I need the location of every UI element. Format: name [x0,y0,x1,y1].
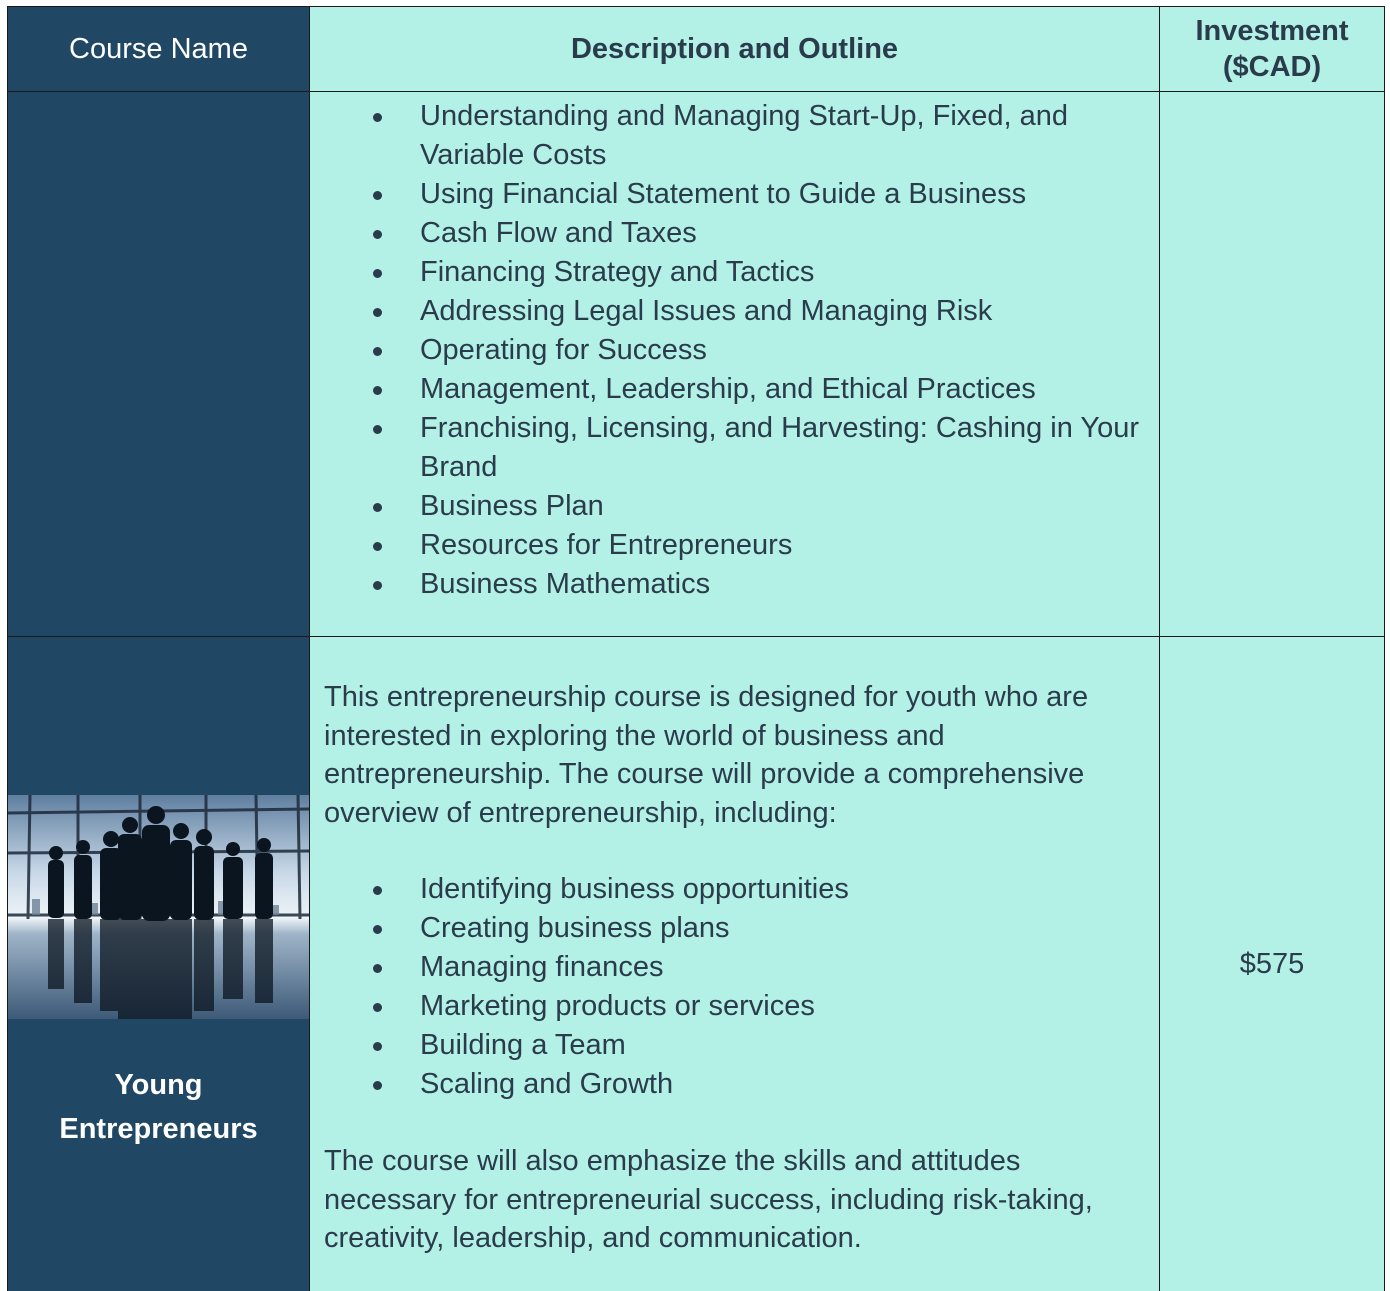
list-item: Using Financial Statement to Guide a Bus… [310,175,1159,214]
list-item: Cash Flow and Taxes [310,214,1159,253]
list-item: Identifying business opportunities [324,870,1134,909]
row2-investment-cell: $575 [1159,636,1385,1291]
row1-outline-list: Understanding and Managing Start-Up, Fix… [310,97,1159,604]
row1-investment-cell [1159,91,1385,637]
course-description: This entrepreneurship course is designed… [324,678,1134,1258]
list-item: Business Mathematics [310,565,1159,604]
list-item: Marketing products or services [324,987,1134,1026]
course-title-line1: Young [114,1069,203,1101]
header-course-name: Course Name [7,6,310,92]
header-description-label: Description and Outline [570,33,899,65]
business-team-silhouette-photo [8,795,309,1019]
course-table: Course Name Description and Outline Inve… [7,6,1385,1291]
header-investment-line2: ($CAD) [1222,51,1322,83]
header-description: Description and Outline [309,6,1160,92]
course-title: Young Entrepreneurs [8,1063,309,1151]
row1-description-cell: Understanding and Managing Start-Up, Fix… [309,91,1160,637]
list-item: Understanding and Managing Start-Up, Fix… [310,97,1159,175]
list-item: Operating for Success [310,331,1159,370]
row2-course-name-cell: Young Entrepreneurs [7,636,310,1291]
list-item: Addressing Legal Issues and Managing Ris… [310,292,1159,331]
header-investment-line1: Investment [1195,15,1349,47]
list-item: Management, Leadership, and Ethical Prac… [310,370,1159,409]
list-item: Managing finances [324,948,1134,987]
list-item: Business Plan [310,487,1159,526]
list-item: Scaling and Growth [324,1065,1134,1104]
header-investment: Investment ($CAD) [1159,6,1385,92]
list-item: Franchising, Licensing, and Harvesting: … [310,409,1159,487]
header-investment-label: Investment ($CAD) [1195,13,1348,85]
course-closing: The course will also emphasize the skill… [324,1145,1093,1254]
course-intro: This entrepreneurship course is designed… [324,681,1089,829]
row2-outline-list: Identifying business opportunities Creat… [324,870,1134,1104]
list-item: Building a Team [324,1026,1134,1065]
list-item: Financing Strategy and Tactics [310,253,1159,292]
row1-course-name-cell [7,91,310,637]
row2-description-cell: This entrepreneurship course is designed… [309,636,1160,1291]
course-title-line2: Entrepreneurs [59,1113,258,1145]
course-price: $575 [1239,948,1305,980]
header-course-name-label: Course Name [69,33,248,65]
list-item: Creating business plans [324,909,1134,948]
list-item: Resources for Entrepreneurs [310,526,1159,565]
